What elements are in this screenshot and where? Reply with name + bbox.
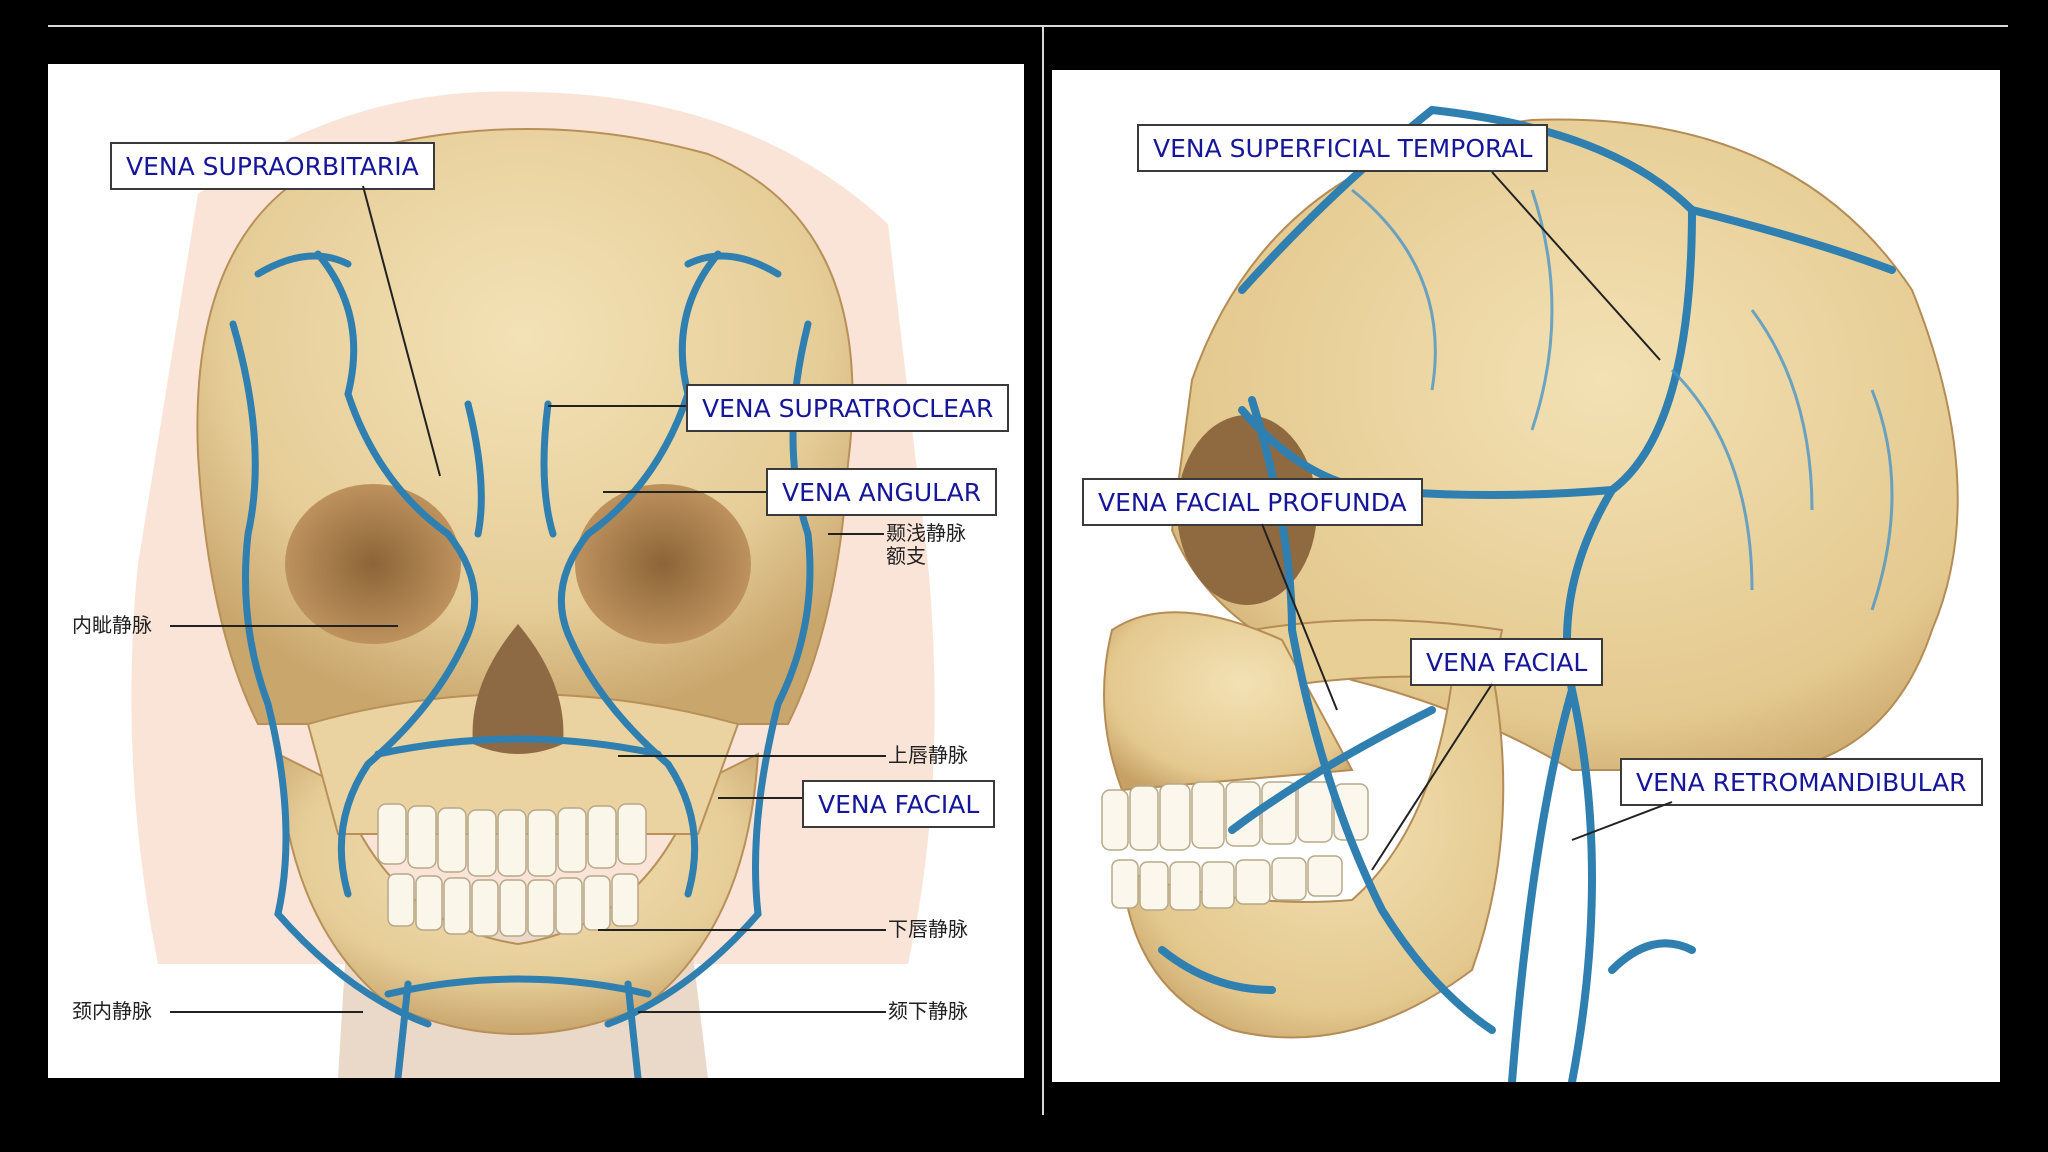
label-vena-facial-lateral: VENA FACIAL [1410,638,1604,686]
top-divider [48,25,2008,27]
label-vena-facial-frontal: VENA FACIAL [802,780,996,828]
label-vena-supraorbitaria: VENA SUPRAORBITARIA [110,142,435,190]
veins [229,250,814,1078]
lateral-skull-drawing [1101,106,1959,1082]
lateral-teeth [1101,781,1369,911]
frontal-skull-drawing [131,91,935,1078]
label-submental-vein: 颏下静脉 [888,999,968,1023]
label-internal-jugular-vein: 颈内静脉 [72,999,152,1023]
label-vena-facial-profunda: VENA FACIAL PROFUNDA [1082,478,1423,526]
label-medial-canthal-vein: 内眦静脉 [72,613,152,637]
label-superior-labial-vein: 上唇静脉 [888,743,968,767]
lateral-skull-illustration: VENA SUPERFICIAL TEMPORAL VENA FACIAL PR… [1052,70,2000,1082]
label-vena-superficial-temporal: VENA SUPERFICIAL TEMPORAL [1137,124,1549,172]
label-temporal-frontal-line2: 额支 [886,544,926,568]
teeth [377,803,647,937]
label-vena-supratroclear: VENA SUPRATROCLEAR [686,384,1010,432]
label-temporal-frontal-branch: 颞浅静脉 额支 [886,522,966,568]
right-orbit [285,484,461,644]
label-vena-retromandibular: VENA RETROMANDIBULAR [1620,758,1983,806]
left-orbit [575,484,751,644]
label-temporal-frontal-line1: 颞浅静脉 [886,521,966,545]
label-vena-angular: VENA ANGULAR [766,468,998,516]
center-divider [1042,25,1044,1115]
nasal-aperture [472,624,564,754]
frontal-skull-illustration: VENA SUPRAORBITARIA VENA SUPRATROCLEAR V… [48,64,1024,1078]
label-inferior-labial-vein: 下唇静脉 [888,917,968,941]
